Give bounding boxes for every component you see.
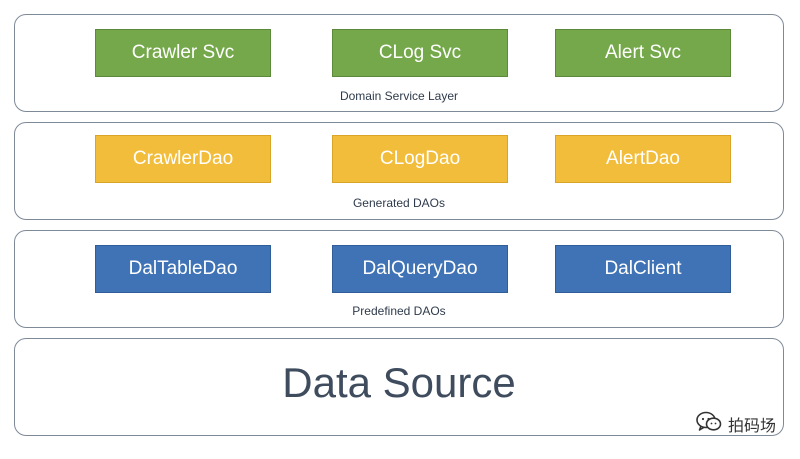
alert-svc-box: Alert Svc [555,29,731,77]
dal-table-dao-box: DalTableDao [95,245,271,293]
alert-dao-box: AlertDao [555,135,731,183]
data-source-title: Data Source [282,359,516,406]
layer-caption: Predefined DAOs [352,304,446,318]
layer-caption: Generated DAOs [352,196,446,210]
watermark: 拍码场 [696,411,776,437]
predefined-daos-layer: DalTableDao DalQueryDao DalClient Predef… [14,230,784,328]
crawler-dao-box: CrawlerDao [95,135,271,183]
wechat-icon [696,411,722,437]
dal-client-box: DalClient [555,245,731,293]
dal-query-dao-box: DalQueryDao [332,245,508,293]
clog-dao-box: CLogDao [332,135,508,183]
generated-daos-layer: CrawlerDao CLogDao AlertDao Generated DA… [14,122,784,220]
watermark-text: 拍码场 [727,416,776,435]
data-source-layer: Data Source [14,338,784,436]
layer-caption: Domain Service Layer [339,89,459,103]
clog-svc-box: CLog Svc [332,29,508,77]
domain-service-layer: Crawler Svc CLog Svc Alert Svc Domain Se… [14,14,784,112]
crawler-svc-box: Crawler Svc [95,29,271,77]
